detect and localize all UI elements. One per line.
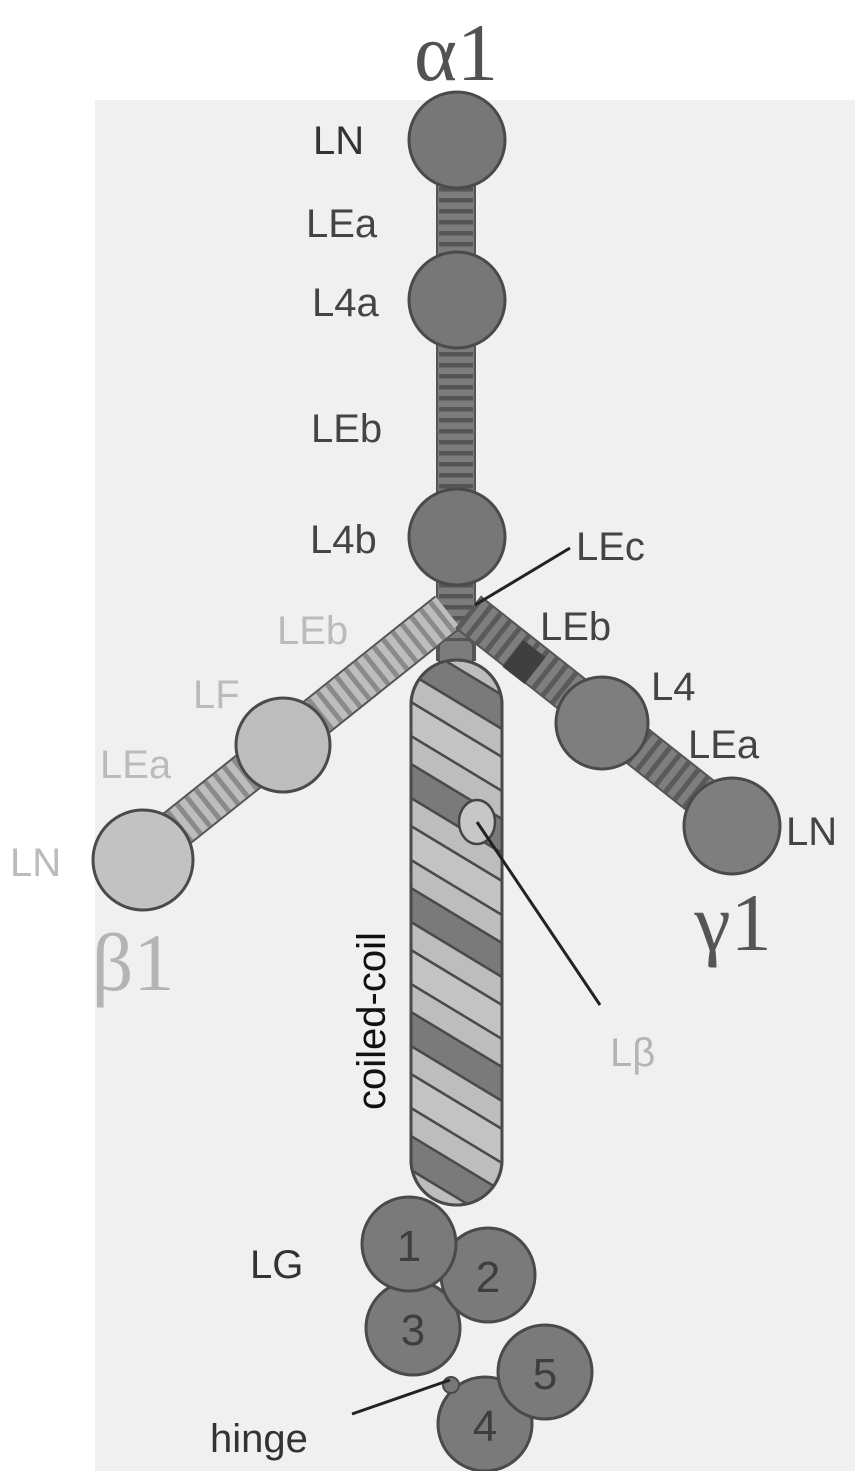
alpha-chain-name: α1 bbox=[414, 7, 498, 98]
hinge-label: hinge bbox=[210, 1417, 308, 1461]
beta-chain-name: β1 bbox=[92, 917, 175, 1008]
lec-leader-line bbox=[474, 546, 571, 607]
coil-band bbox=[411, 1009, 502, 1104]
coiled-coil-label: coiled-coil bbox=[350, 932, 394, 1110]
gamma-ln-domain bbox=[682, 776, 782, 876]
lg-module-4-label: 4 bbox=[473, 1402, 497, 1451]
lg-module-5 bbox=[496, 1323, 594, 1421]
gamma-l4-domain bbox=[554, 675, 650, 771]
alpha-ln-label: LN bbox=[313, 119, 364, 163]
gamma-l4-label: L4 bbox=[651, 665, 696, 709]
lbeta-leader-line bbox=[475, 821, 602, 1006]
lg-module-3-label: 3 bbox=[401, 1306, 425, 1355]
alpha-leb-label: LEb bbox=[311, 407, 382, 451]
beta-ln-label: LN bbox=[10, 841, 61, 885]
alpha-l4a-domain bbox=[407, 250, 507, 350]
coil-band bbox=[411, 947, 502, 1042]
lg-label: LG bbox=[250, 1243, 303, 1287]
alpha-l4b-label: L4b bbox=[310, 518, 377, 562]
beta-ln-domain bbox=[91, 808, 195, 912]
hinge-leader-line bbox=[351, 1378, 451, 1416]
alpha-l4b-domain bbox=[407, 487, 507, 587]
lbeta-label: Lβ bbox=[610, 1031, 655, 1075]
gamma-leb-label: LEb bbox=[540, 605, 611, 649]
gamma-ln-label: LN bbox=[786, 810, 837, 854]
lg-module-2-label: 2 bbox=[476, 1253, 500, 1302]
lg-modules: 1 2 3 4 5 bbox=[360, 1195, 594, 1473]
coil-band bbox=[411, 885, 502, 980]
lg-module-1-label: 1 bbox=[397, 1222, 421, 1271]
beta-lf-label: LF bbox=[193, 673, 240, 717]
alpha-lec-label: LEc bbox=[576, 525, 645, 569]
coiled-coil bbox=[409, 658, 504, 1207]
alpha-ln-domain bbox=[407, 90, 507, 190]
coil-band bbox=[411, 699, 502, 794]
alpha-lea-label: LEa bbox=[306, 202, 378, 246]
hinge-joint bbox=[442, 1376, 460, 1394]
alpha-l4a-label: L4a bbox=[312, 281, 379, 325]
beta-lf-domain bbox=[234, 696, 332, 794]
beta-lea-label: LEa bbox=[100, 743, 172, 787]
gamma-chain-name: γ1 bbox=[693, 877, 771, 968]
gamma-lea-label: LEa bbox=[688, 723, 760, 767]
beta-leb-label: LEb bbox=[277, 609, 348, 653]
lg-module-5-label: 5 bbox=[533, 1350, 557, 1399]
coil-band bbox=[411, 823, 502, 918]
coil-band bbox=[411, 1071, 502, 1166]
lg-module-1 bbox=[360, 1195, 458, 1293]
